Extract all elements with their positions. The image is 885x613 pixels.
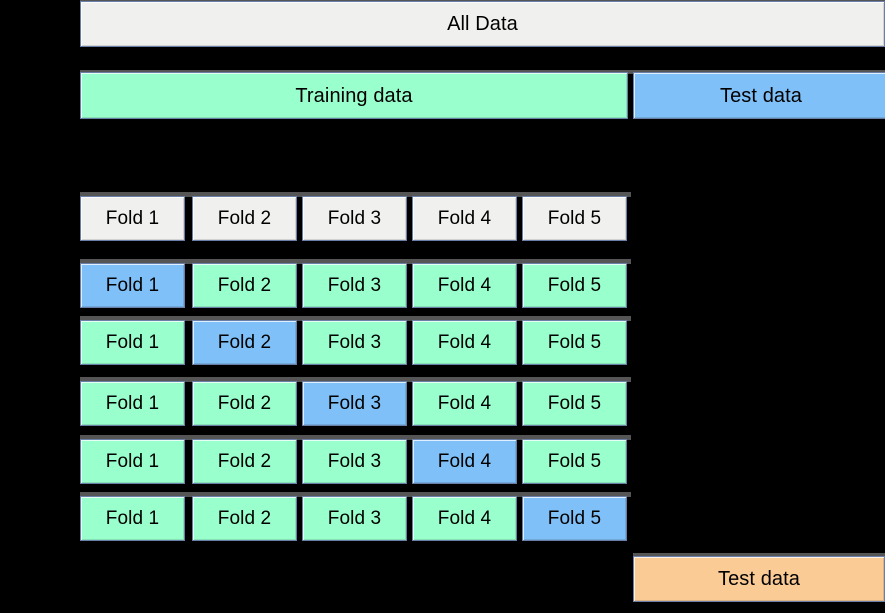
cv-fold-label: Fold 2 [217, 332, 272, 353]
cv-fold-label: Fold 2 [217, 275, 272, 296]
cv-fold-label: Fold 2 [217, 451, 272, 472]
cv-row-shadow [80, 377, 631, 382]
cv-fold-cell-r1-c1-validation: Fold 1 [80, 263, 185, 308]
cv-fold-label: Fold 5 [547, 332, 602, 353]
test-data-label: Test data [719, 84, 803, 107]
cv-fold-label: Fold 1 [105, 508, 160, 529]
cv-fold-cell-r5-c3-training: Fold 3 [302, 496, 407, 541]
cv-fold-cell-r1-c5-training: Fold 5 [522, 263, 627, 308]
cv-fold-label: Fold 4 [437, 275, 492, 296]
cv-fold-label: Fold 5 [547, 393, 602, 414]
fold-header-shadow [80, 192, 631, 197]
cv-fold-cell-r1-c3-training: Fold 3 [302, 263, 407, 308]
cv-fold-label: Fold 3 [327, 508, 382, 529]
cv-fold-cell-r2-c3-training: Fold 3 [302, 320, 407, 365]
cv-fold-cell-r3-c5-training: Fold 5 [522, 381, 627, 426]
fold-header-cell-5: Fold 5 [522, 196, 627, 241]
fold-header-label-5: Fold 5 [547, 208, 602, 229]
cv-fold-label: Fold 5 [547, 451, 602, 472]
cv-fold-label: Fold 1 [105, 451, 160, 472]
cv-row-shadow [80, 316, 631, 321]
cv-fold-cell-r4-c3-training: Fold 3 [302, 439, 407, 484]
cv-fold-cell-r1-c4-training: Fold 4 [412, 263, 517, 308]
cv-fold-label: Fold 4 [437, 332, 492, 353]
cv-fold-cell-r2-c4-training: Fold 4 [412, 320, 517, 365]
fold-header-cell-2: Fold 2 [192, 196, 297, 241]
cv-fold-cell-r2-c2-validation: Fold 2 [192, 320, 297, 365]
fold-header-label-1: Fold 1 [105, 208, 160, 229]
cv-fold-cell-r1-c2-training: Fold 2 [192, 263, 297, 308]
cv-fold-label: Fold 1 [105, 332, 160, 353]
cv-fold-label: Fold 3 [327, 451, 382, 472]
cv-row-shadow [80, 259, 631, 264]
cv-fold-label: Fold 1 [105, 393, 160, 414]
cv-fold-label: Fold 5 [547, 275, 602, 296]
fold-header-cell-4: Fold 4 [412, 196, 517, 241]
all-data-label: All Data [447, 13, 518, 35]
cv-fold-label: Fold 5 [547, 508, 602, 529]
fold-header-cell-1: Fold 1 [80, 196, 185, 241]
cv-row-shadow [80, 435, 631, 440]
cv-fold-cell-r3-c2-training: Fold 2 [192, 381, 297, 426]
cv-fold-label: Fold 4 [437, 393, 492, 414]
fold-header-label-4: Fold 4 [437, 208, 492, 229]
cv-fold-label: Fold 1 [105, 275, 160, 296]
cv-fold-cell-r4-c2-training: Fold 2 [192, 439, 297, 484]
cv-fold-cell-r5-c4-training: Fold 4 [412, 496, 517, 541]
cv-fold-cell-r5-c5-validation: Fold 5 [522, 496, 627, 541]
cv-fold-label: Fold 3 [327, 332, 382, 353]
cv-fold-cell-r3-c1-training: Fold 1 [80, 381, 185, 426]
cv-fold-cell-r5-c2-training: Fold 2 [192, 496, 297, 541]
cv-fold-cell-r4-c1-training: Fold 1 [80, 439, 185, 484]
test-data-box: Test data [633, 72, 885, 119]
cv-fold-cell-r4-c5-training: Fold 5 [522, 439, 627, 484]
cv-fold-label: Fold 4 [437, 451, 492, 472]
final-test-data-label: Test data [717, 568, 801, 590]
cv-fold-label: Fold 3 [327, 393, 382, 414]
cv-fold-label: Fold 3 [327, 275, 382, 296]
cv-fold-cell-r2-c5-training: Fold 5 [522, 320, 627, 365]
fold-header-label-3: Fold 3 [327, 208, 382, 229]
fold-header-cell-3: Fold 3 [302, 196, 407, 241]
training-data-label: Training data [295, 84, 413, 107]
cv-fold-cell-r5-c1-training: Fold 1 [80, 496, 185, 541]
training-data-box: Training data [80, 72, 628, 119]
cv-row-shadow [80, 492, 631, 497]
cv-fold-cell-r3-c3-validation: Fold 3 [302, 381, 407, 426]
cv-fold-cell-r3-c4-training: Fold 4 [412, 381, 517, 426]
cv-fold-cell-r4-c4-validation: Fold 4 [412, 439, 517, 484]
final-test-shadow [633, 553, 885, 557]
final-test-data-box: Test data [633, 556, 885, 602]
all-data-box: All Data [80, 1, 885, 47]
cv-fold-label: Fold 2 [217, 393, 272, 414]
cv-fold-cell-r2-c1-training: Fold 1 [80, 320, 185, 365]
cv-fold-label: Fold 4 [437, 508, 492, 529]
fold-header-label-2: Fold 2 [217, 208, 272, 229]
cv-fold-label: Fold 2 [217, 508, 272, 529]
